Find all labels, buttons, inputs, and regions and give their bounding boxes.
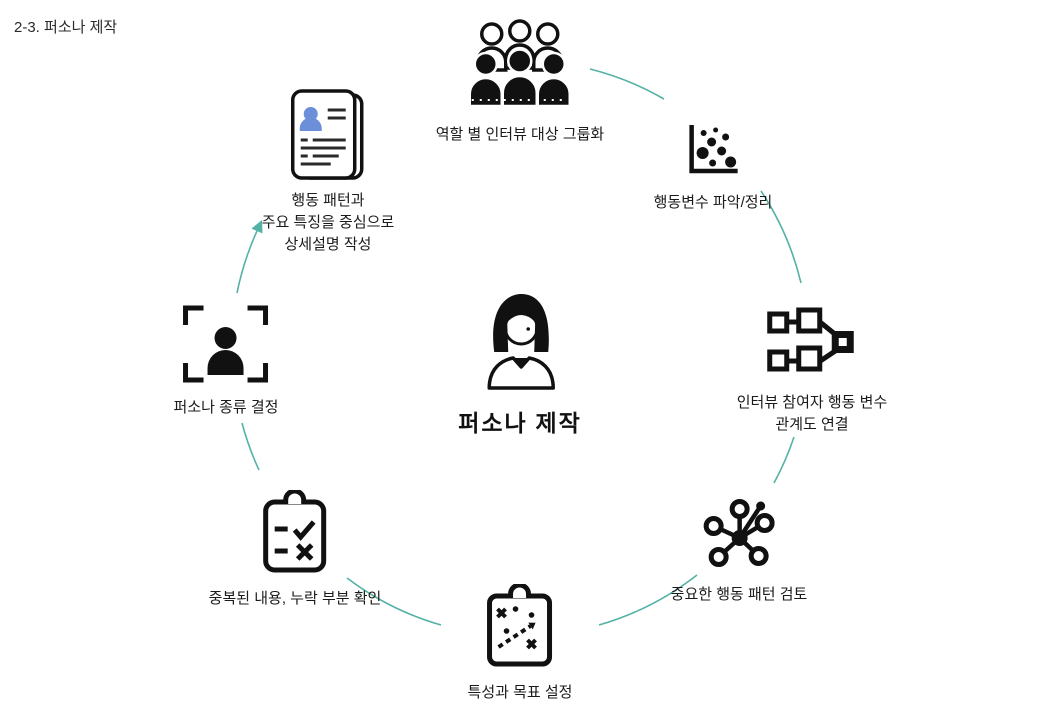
step-check-duplicates: 중복된 내용, 누락 부분 확인: [208, 490, 382, 610]
profile-document-icon: [291, 89, 364, 180]
step-label: 행동 패턴과 주요 특징을 중심으로 상세설명 작성: [261, 192, 395, 253]
persona-woman-icon: [487, 294, 555, 390]
arc-left-upper: [236, 230, 258, 294]
strategy-board-icon: [487, 584, 553, 667]
step-label: 인터뷰 참여자 행동 변수 관계도 연결: [736, 394, 888, 433]
arc-right-upper: [760, 190, 802, 284]
step-behavior-variables: 행동변수 파악/정리: [653, 122, 773, 214]
checklist-icon: [263, 490, 327, 573]
step-variable-relations: 인터뷰 참여자 행동 변수 관계도 연결: [736, 306, 888, 436]
persona-frame-icon: [183, 305, 269, 383]
arc-left-lower: [241, 422, 260, 471]
step-label: 특성과 목표 설정: [467, 684, 573, 701]
page-title: 2-3. 퍼소나 제작: [14, 19, 118, 36]
arc-bottom-right: [598, 574, 698, 626]
step-label: 중요한 행동 패턴 검토: [670, 586, 808, 603]
step-write-description: 행동 패턴과 주요 특징을 중심으로 상세설명 작성: [261, 88, 395, 255]
center-persona: 퍼소나 제작: [458, 288, 582, 438]
arc-top-right: [589, 68, 665, 100]
step-group-interviewees: 역할 별 인터뷰 대상 그룹화: [436, 18, 604, 146]
people-group-icon: [468, 19, 572, 108]
step-label: 행동변수 파악/정리: [653, 194, 773, 211]
step-label: 역할 별 인터뷰 대상 그룹화: [435, 126, 605, 143]
step-persona-type: 퍼소나 종류 결정: [173, 305, 279, 419]
scatter-chart-icon: [689, 125, 738, 174]
step-label: 퍼소나 종류 결정: [173, 399, 279, 416]
step-set-goals: 특성과 목표 설정: [467, 584, 573, 704]
network-graph-icon: [704, 499, 775, 567]
step-label: 중복된 내용, 누락 부분 확인: [208, 590, 382, 607]
step-review-patterns: 중요한 행동 패턴 검토: [670, 498, 808, 606]
node-link-icon: [767, 307, 854, 372]
center-title: 퍼소나 제작: [458, 411, 582, 436]
flow-arrowhead: [251, 220, 263, 234]
arc-bottom-left: [346, 577, 442, 626]
arc-right-lower: [773, 436, 795, 484]
